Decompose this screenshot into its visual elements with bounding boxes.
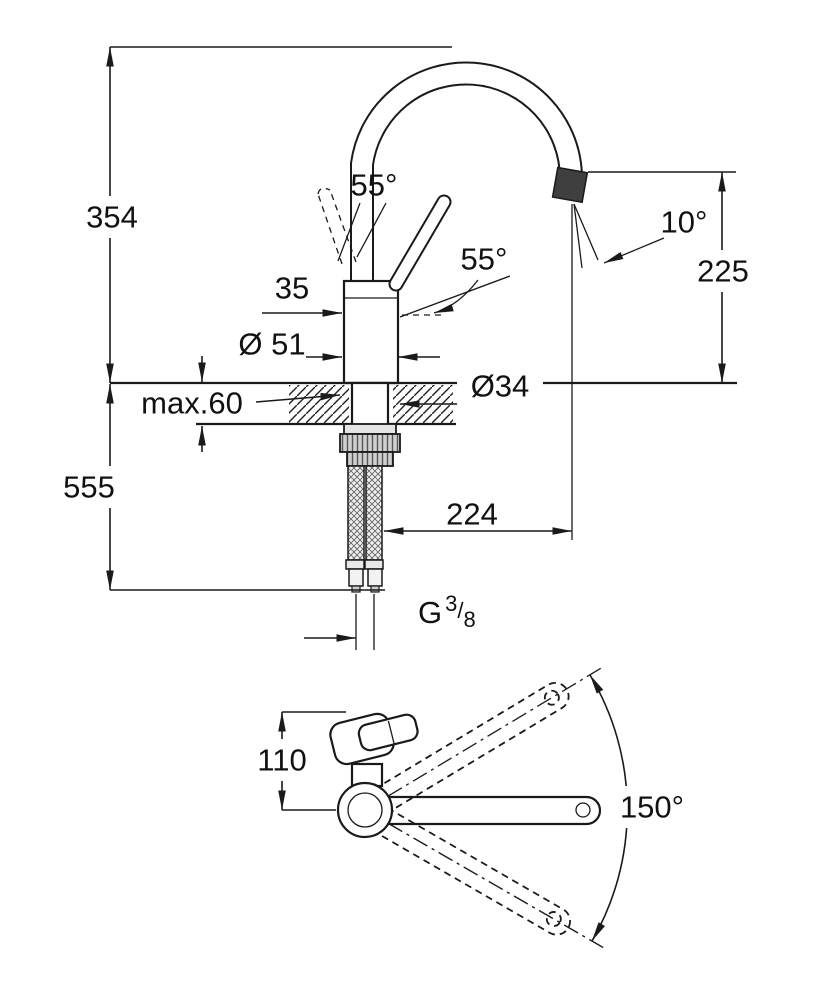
angle-55-left-leaders: [337, 202, 387, 262]
dim-dia-34-label: Ø34: [471, 369, 530, 404]
faucet-body: [342, 279, 400, 385]
mounting-shank-and-nut: [339, 381, 401, 467]
dimension-labels: 354 555 55° 55° 10° 225 35 Ø 51 Ø34 max.…: [63, 168, 749, 825]
dim-225-label: 225: [697, 254, 749, 289]
dim-35-label: 35: [275, 271, 309, 306]
spout-arm: [356, 795, 602, 826]
dim-354-label: 354: [86, 200, 138, 235]
supply-hoses: [345, 465, 384, 593]
angle-150-label: 150°: [620, 790, 684, 825]
spout-tip: [551, 166, 589, 204]
lever-handle-alt-position: [317, 187, 444, 316]
dim-224: [384, 204, 573, 540]
angle-10-label: 10°: [661, 205, 708, 240]
dim-224-label: 224: [446, 497, 498, 532]
dim-110-label: 110: [257, 743, 306, 778]
label-backgrounds: [57, 196, 758, 828]
spout-gooseneck: [350, 61, 584, 285]
front-view: [106, 46, 737, 650]
top-view: [278, 667, 629, 949]
angle-55-left-label: 55°: [351, 168, 398, 203]
angle-55-right-label: 55°: [461, 242, 508, 277]
angle-55-right-leaders: [399, 275, 511, 318]
dim-max-60-label: max.60: [141, 386, 243, 421]
angle-10-leaders: [573, 203, 665, 269]
dim-thread-g38: [304, 594, 375, 650]
dim-555-label: 555: [63, 470, 115, 505]
lever-handle: [388, 194, 452, 292]
body-top-view: [336, 762, 394, 839]
dim-dia-51-label: Ø 51: [238, 327, 305, 362]
handle-top-view: [329, 712, 419, 766]
dim-max-60: [198, 356, 341, 452]
